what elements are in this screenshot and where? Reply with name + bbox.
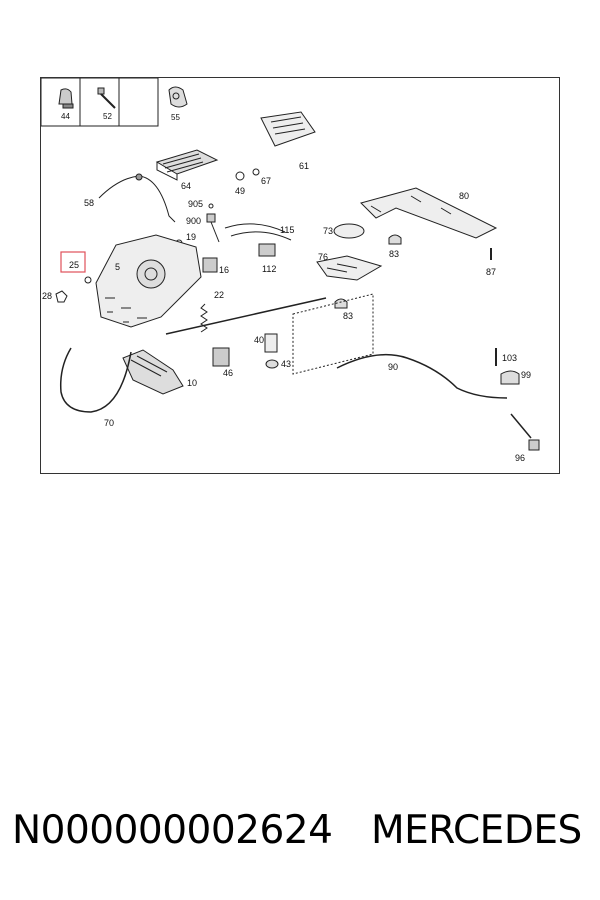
part-112-connector-icon [258, 243, 276, 257]
part-25-screw-icon [84, 276, 92, 284]
label-905: 905 [188, 199, 203, 209]
exploded-parts-diagram: 44 52 55 61 64 49 67 58 905 900 19 115 7… [41, 78, 540, 463]
part-61-pedal-pad-icon [260, 111, 316, 147]
label-19: 19 [186, 232, 196, 242]
part-80-bracket-icon [360, 187, 498, 239]
part-64-pedal-pad-icon [155, 149, 219, 181]
part-44-cap-icon [58, 88, 74, 109]
part-900-switch-icon [206, 213, 216, 223]
label-73: 73 [323, 226, 333, 236]
part-52-cable-tie-icon [97, 87, 116, 109]
label-99: 99 [521, 370, 531, 380]
label-58: 58 [84, 198, 94, 208]
part-43-nut-icon [265, 359, 279, 369]
label-83-upper: 83 [389, 249, 399, 259]
label-46: 46 [223, 368, 233, 378]
label-5: 5 [115, 262, 120, 272]
part-99-clip-icon [500, 370, 520, 385]
label-103: 103 [502, 353, 517, 363]
label-44: 44 [61, 112, 70, 121]
pedal-rod-icon [165, 297, 327, 335]
part-58-cable-icon [98, 175, 176, 223]
label-55: 55 [171, 113, 180, 122]
label-22: 22 [214, 290, 224, 300]
part-46-bracket-icon [212, 347, 230, 367]
part-115-wiring-icon [224, 223, 292, 241]
part-70-cable-icon [59, 347, 132, 413]
assembly-guide-line [292, 293, 374, 375]
label-87: 87 [486, 267, 496, 277]
label-80: 80 [459, 191, 469, 201]
part-49-screw-icon [235, 171, 245, 181]
part-76-lever-mechanism-icon [316, 255, 383, 281]
label-83-lower: 83 [343, 311, 353, 321]
part-10-pedal-icon [122, 349, 184, 395]
label-25: 25 [69, 260, 79, 270]
part-73-grommet-icon [333, 223, 365, 239]
part-67-nut-icon [252, 168, 260, 176]
part-96-bushing-icon [528, 439, 540, 451]
part-22-spring-icon [200, 303, 208, 333]
part-905-pin-icon [208, 203, 214, 209]
part-5-pedal-bracket-icon [95, 234, 202, 328]
part-16-switch-icon [202, 257, 218, 273]
part-90-cable-icon [336, 353, 508, 399]
part-28-nut-icon [55, 290, 68, 303]
part-40-bracket-icon [264, 333, 278, 353]
highlight-box [60, 251, 86, 273]
brand-name: MERCEDES [371, 808, 582, 853]
label-96: 96 [515, 453, 525, 463]
label-900: 900 [186, 216, 201, 226]
label-43: 43 [281, 359, 291, 369]
footer: N000000002624 MERCEDES [0, 808, 600, 858]
label-76: 76 [318, 252, 328, 262]
label-16: 16 [219, 265, 229, 275]
label-49: 49 [235, 186, 245, 196]
label-70: 70 [104, 418, 114, 428]
label-28: 28 [42, 291, 52, 301]
label-64: 64 [181, 181, 191, 191]
label-61: 61 [299, 161, 309, 171]
label-40: 40 [254, 335, 264, 345]
label-67: 67 [261, 176, 271, 186]
label-115: 115 [280, 225, 294, 235]
label-90: 90 [388, 362, 398, 372]
label-10: 10 [187, 378, 197, 388]
part-55-clip-icon [168, 86, 188, 108]
part-83-mount-icon [388, 234, 402, 245]
part-number: N000000002624 [12, 808, 333, 853]
label-112: 112 [262, 264, 276, 274]
thumbnail-row [41, 78, 159, 127]
label-52: 52 [103, 112, 112, 121]
parts-diagram-frame: 44 52 55 61 64 49 67 58 905 900 19 115 7… [40, 77, 560, 474]
